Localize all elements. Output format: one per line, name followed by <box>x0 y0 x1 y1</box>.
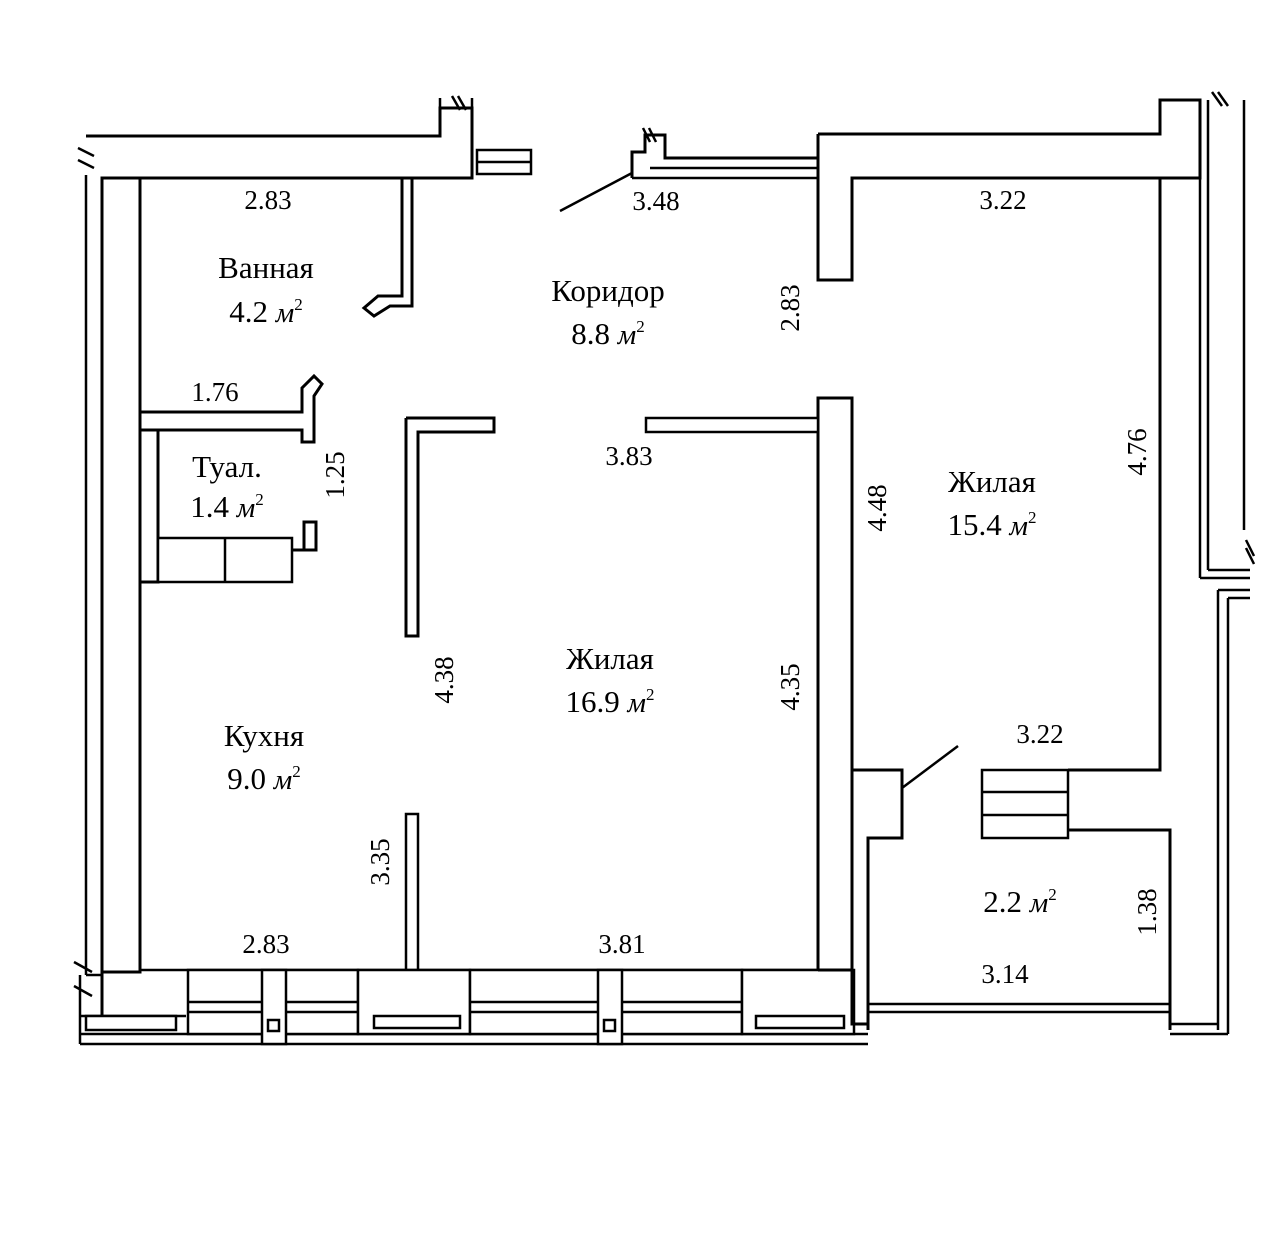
room-area: 8.8 м2 <box>571 316 645 351</box>
room-toilet: Туал. 1.4 м2 <box>190 449 264 524</box>
partition-toilet-side <box>138 428 160 584</box>
room-area: 2.2 м2 <box>983 884 1057 919</box>
area-unit-exp: 2 <box>1048 885 1057 904</box>
area-value: 16.9 <box>565 684 619 719</box>
wall-break-mark <box>77 146 95 170</box>
room-name: Ванная <box>218 250 314 285</box>
area-unit: м <box>1029 887 1049 919</box>
area-value: 1.4 <box>190 489 229 524</box>
dim-kitchen-right: 4.38 <box>429 656 459 703</box>
door-swing-corridor <box>559 171 633 213</box>
pier-mark <box>266 1018 281 1033</box>
room-name: Кухня <box>224 718 304 753</box>
room-living-right: Жилая 15.4 м2 <box>947 464 1036 542</box>
room-corridor: Коридор 8.8 м2 <box>551 273 665 351</box>
area-unit-exp: 2 <box>294 295 303 314</box>
area-unit: м <box>275 297 295 329</box>
partition-bath <box>361 178 414 318</box>
area-value: 15.4 <box>947 507 1002 542</box>
area-unit: м <box>236 492 256 524</box>
dim-corridor-top: 3.48 <box>632 186 679 216</box>
room-area: 15.4 м2 <box>947 507 1036 542</box>
area-unit: м <box>273 764 293 796</box>
balcony-wall <box>1068 828 1172 1030</box>
room-area: 4.2 м2 <box>229 294 303 329</box>
room-name: Жилая <box>566 641 654 676</box>
dim-living-right-bottom: 3.22 <box>1016 719 1063 749</box>
room-name: Туал. <box>192 449 262 484</box>
dim-kitchen-bottom: 2.83 <box>242 929 289 959</box>
dim-living-right-top: 3.22 <box>979 185 1026 215</box>
dim-balcony-top: 3.14 <box>981 959 1029 989</box>
dim-corridor-right: 2.83 <box>775 284 805 331</box>
area-unit: м <box>617 319 637 351</box>
wall-top-middle <box>630 133 818 178</box>
area-value: 4.2 <box>229 294 268 329</box>
window-pier <box>596 968 624 1046</box>
area-value: 9.0 <box>227 761 266 796</box>
window-left-sill <box>84 1014 178 1032</box>
partition-kitchen <box>404 812 420 974</box>
room-kitchen: Кухня 9.0 м2 <box>224 718 304 796</box>
dim-bath-top: 2.83 <box>244 185 291 215</box>
room-name: Жилая <box>948 464 1036 499</box>
wall-left <box>100 176 142 974</box>
area-unit-exp: 2 <box>292 762 301 781</box>
area-unit-exp: 2 <box>646 685 655 704</box>
wall-break-mark <box>641 127 658 143</box>
partition-toilet-top <box>140 373 324 444</box>
room-area: 16.9 м2 <box>565 684 654 719</box>
area-value: 2.2 <box>983 884 1022 919</box>
wall-break-mark <box>1210 91 1256 565</box>
dim-living-right-right: 4.76 <box>1122 428 1152 475</box>
area-unit-exp: 2 <box>636 317 645 336</box>
wall-column-middle <box>816 396 854 972</box>
area-unit-exp: 2 <box>1028 508 1037 527</box>
window-pier <box>260 968 288 1046</box>
wall-top-left <box>86 106 474 180</box>
area-unit: м <box>1008 510 1028 542</box>
partition-living-top <box>644 416 820 434</box>
dim-toilet-top: 1.76 <box>191 377 238 407</box>
room-area: 9.0 м2 <box>227 761 301 796</box>
area-unit: м <box>626 687 646 719</box>
dim-living-center-top: 3.83 <box>605 441 652 471</box>
window-right-sill-inner <box>754 1014 846 1030</box>
dim-kitchen-partition: 3.35 <box>365 838 395 885</box>
partition-living-left <box>404 416 496 638</box>
area-value: 8.8 <box>571 316 610 351</box>
wall-right-inner <box>1068 178 1162 772</box>
wall-break-mark <box>73 960 93 1044</box>
facade-end <box>818 968 868 1026</box>
dim-toilet-side: 1.25 <box>320 451 350 498</box>
room-balcony: 2.2 м2 <box>983 884 1057 919</box>
wall-break-mark <box>438 95 474 111</box>
door-swing-living <box>901 745 959 789</box>
partition-toilet-bottom <box>292 520 318 552</box>
dim-living-center-right: 4.35 <box>775 663 805 710</box>
room-bath: Ванная 4.2 м2 <box>218 250 314 329</box>
window-living-sill-inner <box>372 1014 462 1030</box>
dim-living-center-bottom: 3.81 <box>598 929 645 959</box>
pier-mark <box>602 1018 617 1033</box>
balcony-cabinet <box>980 768 1070 840</box>
dim-balcony-side: 1.38 <box>1132 888 1162 935</box>
dim-living-right-left: 4.48 <box>862 484 892 531</box>
room-area: 1.4 м2 <box>190 489 264 524</box>
area-unit-exp: 2 <box>255 490 264 509</box>
room-name: Коридор <box>551 273 665 308</box>
room-living-center: Жилая 16.9 м2 <box>565 641 654 719</box>
